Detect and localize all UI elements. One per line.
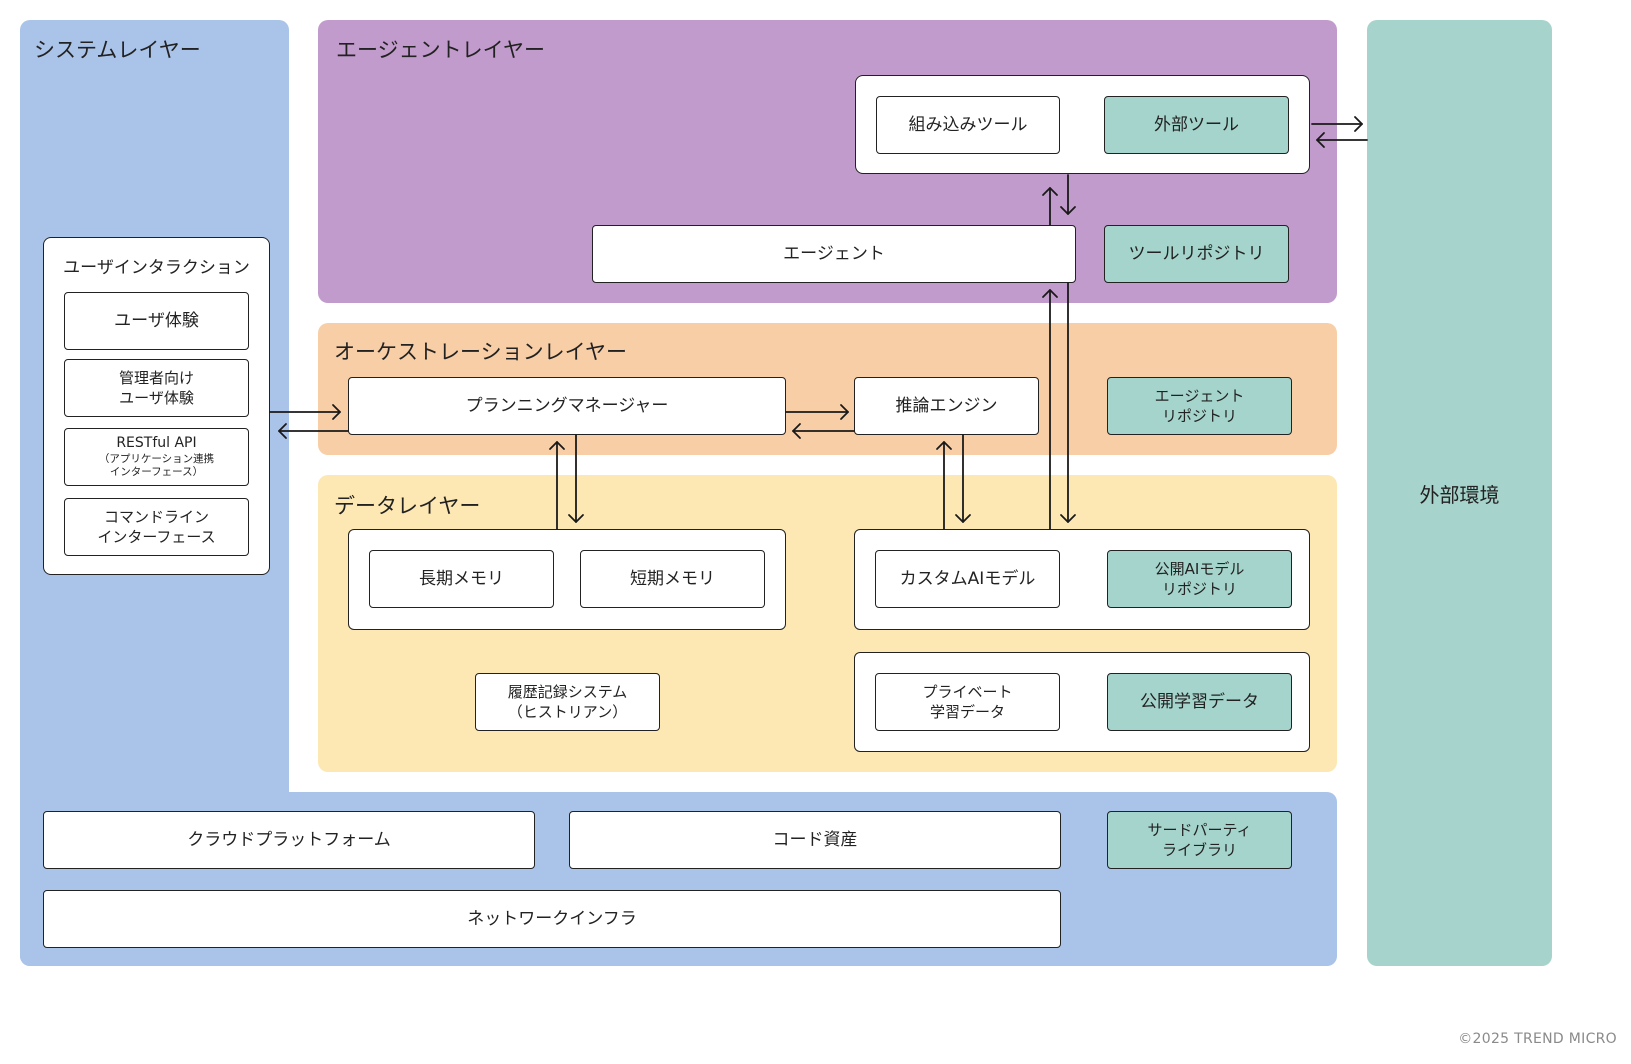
restful-api-box: RESTful API （アプリケーション連携 インターフェース） — [64, 428, 249, 486]
long-term-memory-box: 長期メモリ — [369, 550, 554, 608]
cloud-platform-box: クラウドプラットフォーム — [43, 811, 535, 869]
restful-api-line2: （アプリケーション連携 — [98, 452, 215, 465]
user-experience-box: ユーザ体験 — [64, 292, 249, 350]
admin-ux-line2: ユーザ体験 — [119, 389, 194, 407]
external-environment-label: 外部環境 — [1419, 482, 1500, 507]
tool-repository-box: ツールリポジトリ — [1104, 225, 1289, 283]
admin-user-experience-box: 管理者向けユーザ体験 — [64, 359, 249, 417]
agent-repository-line1: エージェント — [1154, 386, 1245, 405]
code-assets-box: コード資産 — [569, 811, 1061, 869]
builtin-tool-box: 組み込みツール — [876, 96, 1060, 154]
public-training-data-box: 公開学習データ — [1107, 673, 1292, 731]
admin-ux-line1: 管理者向け — [118, 368, 194, 387]
agent-box: エージェント — [592, 225, 1076, 283]
restful-api-line1: RESTful API — [116, 434, 197, 451]
restful-api-line3: インターフェース） — [109, 466, 204, 479]
data-layer-title: データレイヤー — [334, 494, 481, 518]
third-party-library-box: サードパーティライブラリ — [1107, 811, 1292, 869]
short-term-memory-box: 短期メモリ — [580, 550, 765, 608]
historian-line2: （ヒストリアン） — [507, 703, 628, 721]
command-line-interface-box: コマンドラインインターフェース — [64, 498, 249, 556]
external-environment-band: 外部環境 — [1367, 20, 1552, 966]
agent-repository-line2: リポジトリ — [1161, 407, 1237, 425]
cli-line1: コマンドライン — [103, 507, 209, 526]
planning-manager-box: プランニングマネージャー — [348, 377, 786, 435]
copyright-text: ©2025 TREND MICRO — [1458, 1031, 1617, 1047]
third-party-line2: ライブラリ — [1161, 841, 1237, 859]
historian-line1: 履歴記録システム — [507, 682, 628, 701]
private-training-data-line2: 学習データ — [929, 703, 1005, 721]
public-model-repository-line2: リポジトリ — [1161, 580, 1237, 598]
agent-repository-box: エージェントリポジトリ — [1107, 377, 1292, 435]
external-tool-box: 外部ツール — [1104, 96, 1289, 154]
public-model-repository-box: 公開AIモデルリポジトリ — [1107, 550, 1292, 608]
network-infrastructure-box: ネットワークインフラ — [43, 890, 1061, 948]
user-interaction-title: ユーザインタラクション — [63, 258, 250, 278]
historian-box: 履歴記録システム （ヒストリアン） — [475, 673, 660, 731]
inference-engine-box: 推論エンジン — [854, 377, 1039, 435]
third-party-line1: サードパーティ — [1147, 820, 1252, 839]
private-training-data-box: プライベート学習データ — [875, 673, 1060, 731]
cli-line2: インターフェース — [97, 528, 216, 546]
public-model-repository-line1: 公開AIモデル — [1154, 559, 1245, 578]
agent-layer-title: エージェントレイヤー — [336, 38, 545, 62]
custom-ai-model-box: カスタムAIモデル — [875, 550, 1060, 608]
private-training-data-line1: プライベート — [922, 682, 1013, 701]
system-layer-title: システムレイヤー — [34, 38, 201, 62]
orchestration-layer-title: オーケストレーションレイヤー — [334, 340, 627, 364]
